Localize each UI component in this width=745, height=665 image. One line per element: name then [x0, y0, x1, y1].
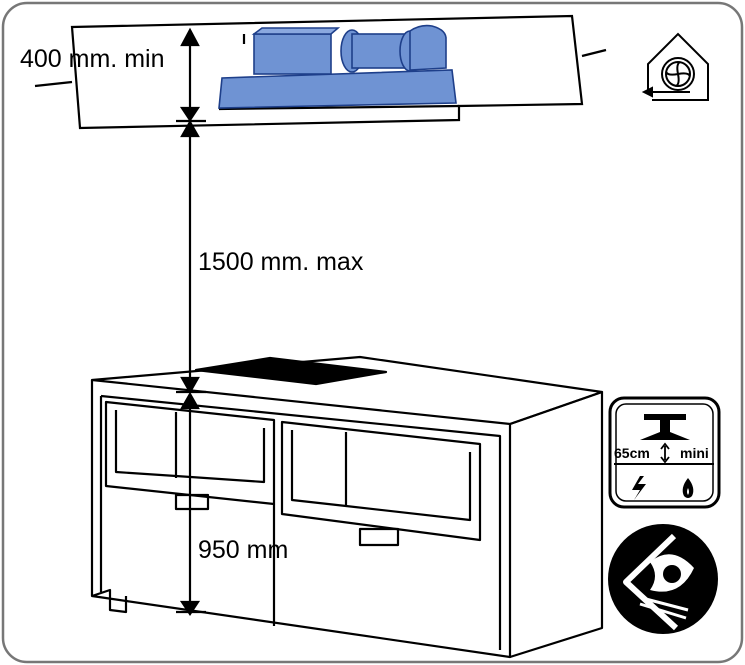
clearance-qualifier: mini — [680, 445, 709, 461]
counter-height-arrow-bottom — [179, 600, 201, 616]
counter-front — [90, 380, 512, 659]
hood-height-arrow-top — [180, 119, 200, 138]
hood-height-arrow-bottom — [180, 376, 200, 395]
fan-blades — [665, 61, 691, 87]
house-fan-icon — [641, 32, 709, 101]
ceiling-gap-label: 400 mm. min — [20, 45, 164, 73]
clearance-badge: 65cm mini — [608, 396, 721, 509]
lightning-bolt-icon — [632, 476, 646, 500]
hood-base — [218, 69, 457, 109]
house-outline — [647, 32, 709, 101]
clearance-distance: 65cm — [614, 445, 650, 461]
fan-circle — [661, 57, 695, 91]
dimension-lines — [176, 27, 206, 616]
eye-icon-chevron — [623, 533, 679, 631]
clearance-arrow-icon — [660, 442, 670, 464]
eye-icon-lines — [639, 596, 689, 620]
counter-base — [91, 588, 128, 614]
hood-motor-block — [253, 33, 332, 75]
gas-flame-icon — [682, 478, 694, 498]
eye-icon-pupil — [663, 565, 681, 583]
hood-silhouette-icon — [640, 414, 690, 440]
hood-motor-unit — [218, 24, 457, 109]
duct-elbow — [409, 24, 447, 71]
counter-side — [509, 390, 604, 659]
door-handle-right — [358, 527, 400, 547]
ceiling-unit — [34, 14, 607, 130]
cooktop — [194, 356, 388, 386]
ceiling-vent-right — [581, 48, 607, 58]
counter-inner-frame — [99, 394, 502, 650]
kitchen-island — [90, 355, 604, 659]
fan-inner-circle — [665, 61, 691, 87]
shelf-right — [280, 420, 482, 542]
ceiling-gap-arrow-bottom — [179, 106, 201, 122]
ceiling-vent-left — [34, 80, 73, 88]
ceiling-gap-arrow-top — [180, 27, 200, 47]
hood-motor-top — [251, 27, 341, 35]
exhaust-arrow-head — [641, 86, 653, 98]
door-handle-left — [174, 493, 210, 511]
eye-warning-icon — [608, 524, 718, 634]
hood-height-label: 1500 mm. max — [198, 248, 364, 276]
ceiling-opening — [218, 104, 460, 111]
